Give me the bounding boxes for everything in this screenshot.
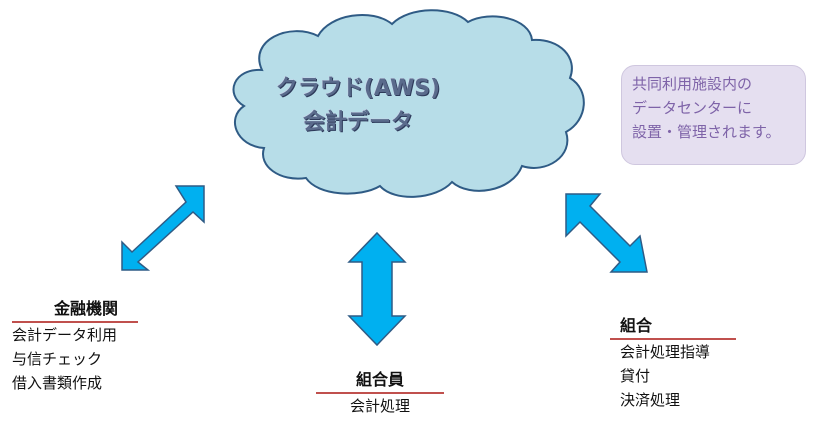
note-line: データセンターに [632,99,753,117]
cloud-label-line1: クラウド(AWS) [275,76,441,101]
datacenter-note: 共同利用施設内の データセンターに 設置・管理されます。 [621,65,806,165]
group-item: 借入書類作成 [12,374,103,392]
group-item: 貸付 [620,367,651,385]
cloud-label-line2: 会計データ [302,110,413,135]
group-title: 組合員 [355,370,404,389]
note-line: 共同利用施設内の [632,75,753,93]
title-underline [316,392,444,394]
cloud-label: クラウド(AWS) 会計データ [248,72,468,140]
group-financial-institution: 金融機関 会計データ利用 与信チェック 借入書類作成 [12,297,138,395]
group-item: 会計データ利用 [12,326,118,344]
group-cooperative: 組合 会計処理指導 貸付 決済処理 [610,314,736,412]
note-line: 設置・管理されます。 [632,123,781,141]
double-arrow-icon-bank [121,185,205,271]
group-title: 金融機関 [54,299,119,318]
cloud-shape [232,9,585,198]
group-item: 会計処理指導 [620,343,711,361]
group-title: 組合 [620,316,653,335]
title-underline [610,338,736,340]
double-arrow-icon-member [347,231,407,347]
title-underline [12,321,138,323]
group-item: 会計処理 [349,397,410,415]
group-item: 決済処理 [620,391,681,409]
group-member: 組合員 会計処理 [316,368,444,418]
double-arrow-icon-coop [565,193,648,273]
group-item: 与信チェック [12,350,103,368]
